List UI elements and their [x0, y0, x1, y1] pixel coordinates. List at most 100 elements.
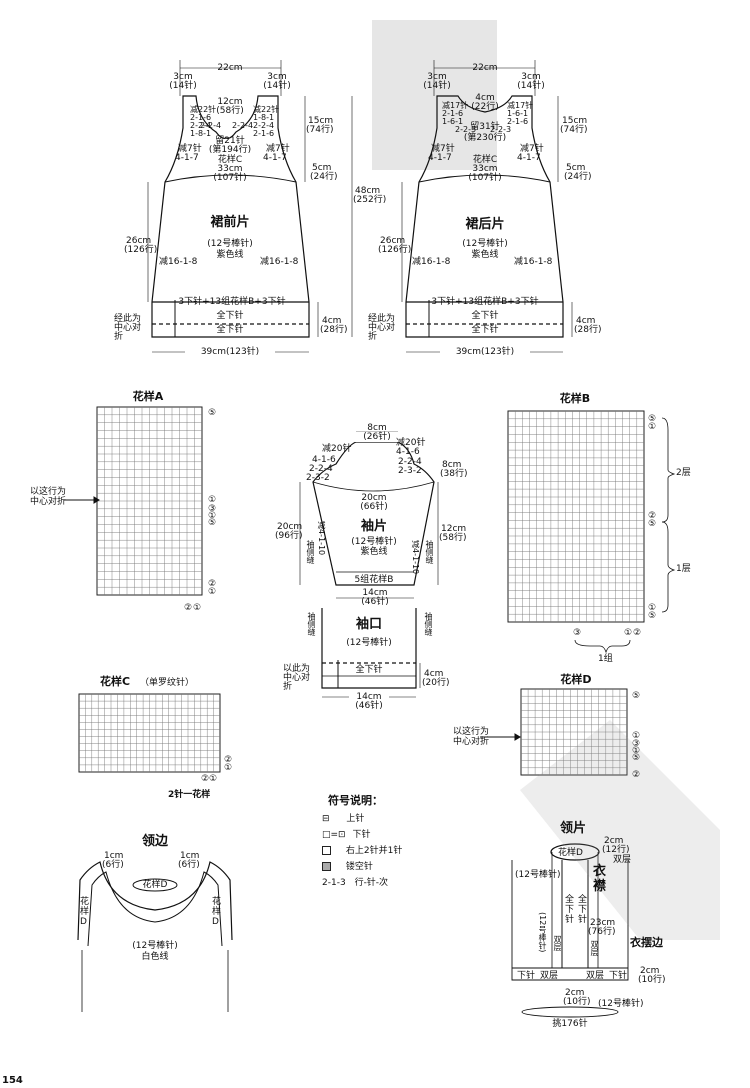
- hem-h-cm: 2cm: [640, 966, 660, 976]
- back-skirt-h-cm: 26cm: [380, 236, 406, 246]
- pattern-c-mark-under-0: ②: [201, 774, 210, 784]
- front-arm-r-1: 4-1-7: [263, 153, 287, 163]
- back-dec-l: 减16-1-8: [412, 257, 451, 267]
- sleeve-cap-r-0: 减20针: [396, 438, 426, 448]
- legend-yo-text: 镂空针: [345, 862, 373, 872]
- front-yarn: 紫色线: [216, 250, 244, 260]
- legend-item-k2tog: 右上2针并1针: [322, 846, 402, 857]
- hem-mid-cm: 2cm: [565, 988, 585, 998]
- back-neck-row-r: 2-2-3: [490, 125, 512, 134]
- pattern-a-mark-mid-0: ①: [208, 495, 217, 505]
- back-arm-l-0: 减7针: [431, 144, 455, 154]
- cuff-bottom-cm: 14cm: [349, 692, 389, 702]
- pattern-b-mark-mid-1: ⑤: [648, 519, 657, 529]
- pattern-a-mark-mid-1: ③: [208, 504, 217, 514]
- back-skirt-h-rows: (126行): [378, 245, 412, 255]
- back-bust-cm: 33cm: [472, 164, 498, 174]
- pattern-d-mark-mid-1: ③: [632, 739, 641, 749]
- sleeve-upper-w-cm: 20cm: [361, 493, 387, 503]
- front-shoulder-r-st: (14针): [263, 81, 291, 91]
- front-skirt-h-cm: 26cm: [126, 236, 152, 246]
- front-hem-pattern: 3下针+13组花样B+3下针: [178, 297, 286, 307]
- neckband-side-l-2: D: [80, 917, 87, 927]
- front-neck-dec-l-3: 1-8-1: [190, 129, 212, 138]
- back-arm-r-0: 减7针: [520, 144, 544, 154]
- pattern-d-grid: [520, 688, 628, 776]
- cuff-title: 袖口: [355, 617, 382, 632]
- back-bottom-width: 39cm(123针): [440, 347, 530, 357]
- back-title: 裙后片: [465, 217, 505, 232]
- back-neck-row-l: 2-2-3: [455, 125, 477, 134]
- pattern-a-cells: [97, 407, 202, 595]
- back-shoulder-l-cm: 3cm: [427, 72, 447, 82]
- pattern-b-layer2: 2层: [676, 468, 691, 478]
- legend-purl-symbol: ⊟: [322, 814, 330, 824]
- collar-outline: [511, 843, 629, 1018]
- pattern-d-mark-mid-2: ①: [632, 746, 641, 756]
- hem-r-knit: 下针: [609, 971, 628, 981]
- pattern-b-mark-top-0: ⑤: [648, 414, 657, 424]
- legend-k2tog-text: 右上2针并1针: [345, 846, 403, 856]
- hem-h-rows: (10行): [638, 975, 666, 985]
- sleeve-cap-l-2: 2-2-4: [309, 464, 333, 474]
- front-shoulder-l-cm: 3cm: [173, 72, 193, 82]
- back-panel-outline: [401, 60, 573, 353]
- collar-title: 领片: [560, 821, 587, 836]
- back-pattern-c: 花样C: [472, 155, 498, 165]
- pattern-b-mark-bot-1: ⑤: [648, 611, 657, 621]
- cuff-height-rows: (20行): [422, 678, 450, 688]
- page-number: 154: [2, 1075, 23, 1086]
- front-hem-h-rows: (28行): [320, 325, 348, 335]
- pattern-d-mark-mid-0: ①: [632, 731, 641, 741]
- pattern-c-title: 花样C: [100, 675, 131, 688]
- front-pattern-c: 花样C: [217, 155, 243, 165]
- front-all-knit-2: 全下针: [216, 325, 244, 335]
- front-neck-dec-r-2: 2-2-4: [253, 121, 275, 130]
- pattern-a-center-0: 以这行为: [30, 487, 67, 497]
- front-band-title-1: 襟: [593, 879, 607, 894]
- shaded-area: [372, 20, 497, 170]
- collar-double: 双层: [613, 855, 632, 865]
- pattern-c-grid: [78, 693, 221, 773]
- front-fold-1: 中心对: [114, 323, 142, 333]
- cuff-needle: (12号棒针): [346, 638, 392, 648]
- front-neck-dec-l-1: 2-1-6: [190, 113, 212, 122]
- cuff-fold-1: 中心对: [283, 673, 311, 683]
- neckband-right-rows: (6行): [178, 860, 200, 870]
- front-keep-1: (第194行): [208, 145, 252, 155]
- legend-notation-text: 行-针-次: [354, 878, 389, 888]
- yarn-over-icon: [322, 862, 331, 871]
- back-upper-h-rows: (74行): [560, 125, 588, 135]
- pattern-a-mark-under-0: ②: [184, 603, 193, 613]
- front-top-width: 22cm: [217, 63, 243, 73]
- back-dec-r: 减16-1-8: [514, 257, 553, 267]
- neckband-left-rows: (6行): [102, 860, 124, 870]
- front-neck-row-r: 2-2-4: [232, 121, 254, 130]
- cuff-fold-2: 折: [283, 682, 293, 692]
- pattern-d-title: 花样D: [560, 673, 592, 686]
- front-yoke-cm: 5cm: [312, 163, 332, 173]
- back-fold-2: 折: [368, 332, 378, 342]
- sleeve-side-h-rows: (58行): [439, 533, 467, 543]
- front-fold-0: 经此为: [114, 314, 142, 324]
- collar-h-rows: (12行): [602, 845, 630, 855]
- back-hem-pattern: 3下针+13组花样B+3下针: [431, 297, 539, 307]
- neckband-side-r-0: 花: [212, 897, 222, 907]
- back-neck-rows: (22行): [471, 102, 499, 112]
- pattern-b-mark-bot-0: ①: [648, 603, 657, 613]
- collar-inner-l-1: 下: [565, 905, 575, 915]
- back-yoke-rows: (24行): [564, 172, 592, 182]
- front-arm-l-0: 减7针: [178, 144, 202, 154]
- pattern-b-mark-under-1: ①: [624, 628, 633, 638]
- k2tog-icon: [322, 846, 331, 855]
- back-neck-dec-r-0: 减17针: [507, 101, 534, 110]
- collar-inner-r-1: 下: [578, 905, 588, 915]
- pattern-d-mark-top: ⑤: [632, 691, 641, 701]
- front-neck-row-l: 2-2-4: [200, 121, 222, 130]
- front-upper-h-rows: (74行): [306, 125, 334, 135]
- sleeve-bottom-cm: 14cm: [362, 588, 388, 598]
- pattern-a-mark-mid-2: ①: [208, 511, 217, 521]
- pattern-b-group: 1组: [598, 654, 613, 664]
- collar-inner-l-0: 全: [565, 895, 575, 905]
- back-shoulder-r-st: (14针): [517, 81, 545, 91]
